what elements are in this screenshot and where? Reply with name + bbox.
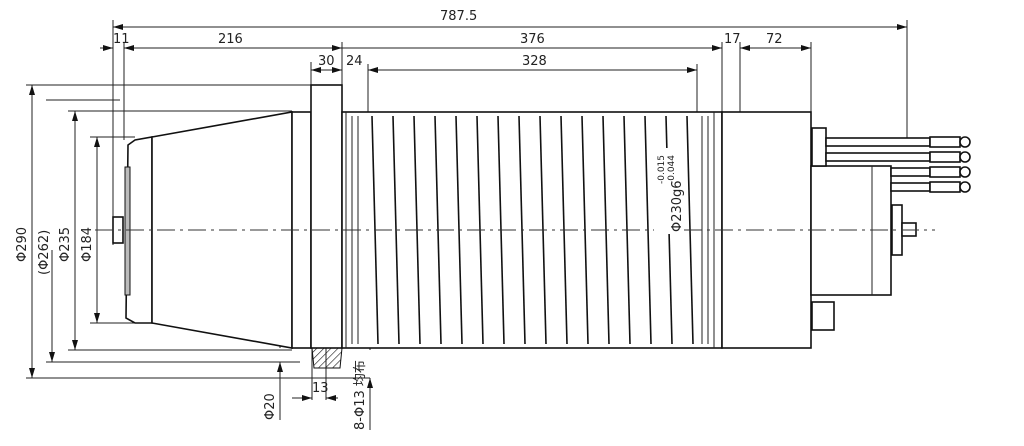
dim-flange-to-groove: 24: [346, 54, 363, 69]
vertical-dimensions: [29, 85, 373, 430]
cable: [890, 182, 931, 192]
dim-dia-235: Φ235: [58, 227, 73, 262]
cable: [825, 152, 931, 162]
bolt-hole-section: [311, 347, 343, 369]
body-fit-label-backing: [654, 148, 684, 234]
dim-flange-thickness: 30: [318, 54, 335, 69]
dim-body-fit: Φ230g6: [670, 180, 685, 232]
dim-body-fit-upper: -0.015: [657, 155, 667, 184]
dim-rear-length: 72: [766, 32, 783, 47]
cable-lug: [929, 181, 961, 193]
cable-lug: [929, 151, 961, 163]
bottom-connector: [811, 301, 835, 331]
dim-body-fit-lower: -0.044: [667, 155, 677, 184]
cable-terminal-icon: [959, 166, 971, 178]
cable-lug: [929, 136, 961, 148]
cable: [825, 137, 931, 147]
dim-dia-290: Φ290: [15, 227, 30, 262]
dim-nose-length: 216: [218, 32, 243, 47]
dim-groove-length: 328: [522, 54, 547, 69]
groove-line: [392, 115, 400, 345]
dim-overall-length: 787.5: [440, 9, 477, 24]
cable-terminal-icon: [959, 181, 971, 193]
dim-body-length: 376: [520, 32, 545, 47]
cable-lug: [929, 166, 961, 178]
dim-hole-width: 13: [312, 381, 329, 396]
dim-dia-20: Φ20: [263, 393, 278, 420]
mounting-flange: [310, 84, 343, 349]
dim-dia-262: (Φ262): [37, 230, 52, 275]
cable-terminal-icon: [959, 136, 971, 148]
cable: [890, 167, 931, 177]
cable-terminal-icon: [959, 151, 971, 163]
rear-housing: [721, 111, 812, 349]
dim-dia-184: Φ184: [80, 227, 95, 262]
extension-lines: [26, 20, 908, 379]
cable-gland: [811, 127, 827, 167]
power-cables: [825, 136, 971, 193]
dim-front-gap: 11: [113, 32, 130, 47]
nose-seal: [124, 166, 131, 296]
dim-rear-gap: 17: [724, 32, 741, 47]
horizontal-dimensions: [100, 24, 907, 73]
spindle-body: [112, 84, 971, 369]
dim-bolt-holes: 8-Φ13 均布: [353, 360, 368, 430]
